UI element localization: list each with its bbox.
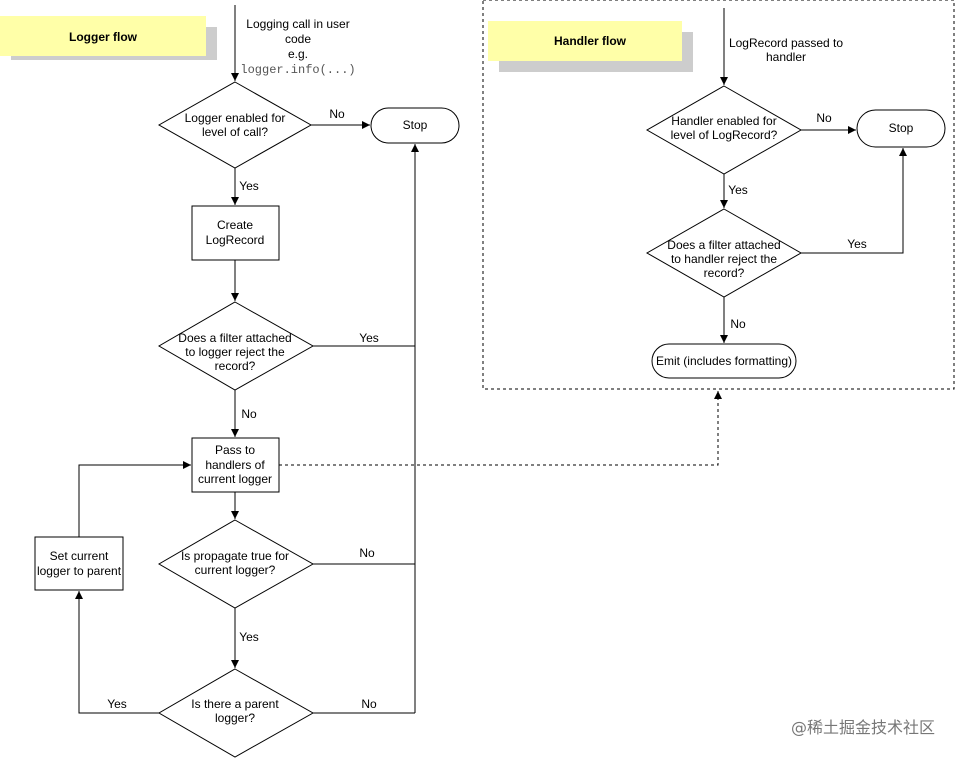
handler-filter-yes-label: Yes [847, 237, 867, 251]
to-handler-flow-dashed-arrow [279, 391, 722, 466]
handler-entry-text: LogRecord passed to handler [729, 36, 843, 64]
handler-stop-terminator: Stop [856, 109, 946, 148]
logger-flow-title: Logger flow [69, 30, 138, 44]
logger-stop-label: Stop [403, 118, 428, 132]
set-parent-to-pass-arrow [78, 461, 191, 537]
handler-flow-boundary [482, 0, 955, 390]
handler-enabled-line-2: level of LogRecord? [671, 128, 778, 142]
logger-enabled-no-label: No [329, 107, 345, 121]
logger-flow-title-box: Logger flow [0, 16, 217, 60]
propagate-line-1: Is propagate true for [181, 549, 289, 563]
logger-entry-text: Logging call in user code e.g. logger.in… [240, 17, 355, 77]
handler-filter-line-1: Does a filter attached [667, 238, 780, 252]
set-parent-box: Set current logger to parent [34, 536, 124, 591]
handler-enabled-line-1: Handler enabled for [671, 114, 776, 128]
emit-label: Emit (includes formatting) [656, 354, 792, 368]
logger-entry-code: logger.info(...) [240, 63, 355, 77]
set-parent-line-2: logger to parent [37, 564, 122, 578]
create-logrecord-line-2: LogRecord [206, 233, 265, 247]
logger-filter-yes-label: Yes [359, 331, 379, 345]
parent-yes-arrow [75, 591, 159, 714]
pass-to-handlers-line-1: Pass to [215, 443, 255, 457]
propagate-line-2: current logger? [195, 563, 276, 577]
parent-line-2: logger? [215, 711, 255, 725]
handler-enabled-no-label: No [816, 111, 832, 125]
handler-filter-line-2: to handler reject the [671, 252, 777, 266]
parent-line-1: Is there a parent [191, 697, 279, 711]
watermark: @稀土掘金技术社区 [791, 718, 935, 737]
handler-entry-line-2: handler [766, 50, 806, 64]
logger-flow-title-fill [0, 16, 206, 56]
pass-to-handlers-line-2: handlers of [205, 458, 265, 472]
parent-yes-label: Yes [107, 697, 127, 711]
handler-flow-title-box: Handler flow [488, 21, 693, 72]
logger-enabled-decision: Logger enabled for level of call? [157, 81, 313, 169]
logger-filter-line-3: record? [215, 359, 256, 373]
logger-filter-line-2: to logger reject the [185, 345, 285, 359]
pass-to-handlers-box: Pass to handlers of current logger [191, 437, 280, 493]
pass-to-handlers-line-3: current logger [198, 472, 272, 486]
logger-stop-terminator: Stop [370, 107, 460, 144]
logger-entry-line-2: code [285, 32, 311, 46]
handler-enabled-yes-label: Yes [728, 183, 748, 197]
propagate-yes-label: Yes [239, 630, 259, 644]
handler-filter-decision: Does a filter attached to handler reject… [645, 208, 803, 298]
handler-enabled-decision: Handler enabled for level of LogRecord? [645, 85, 803, 175]
handler-entry-line-1: LogRecord passed to [729, 36, 843, 50]
handler-filter-no-label: No [730, 317, 746, 331]
logger-entry-line-3: e.g. [288, 47, 308, 61]
logger-enabled-yes-label: Yes [239, 179, 259, 193]
handler-filter-yes-arrow [801, 148, 907, 254]
handler-stop-label: Stop [889, 121, 914, 135]
propagate-no-label: No [359, 546, 375, 560]
logger-enabled-line-1: Logger enabled for [185, 111, 286, 125]
parent-decision: Is there a parent logger? [158, 668, 315, 758]
emit-terminator: Emit (includes formatting) [651, 343, 797, 379]
logger-filter-line-1: Does a filter attached [178, 331, 291, 345]
create-logrecord-line-1: Create [217, 218, 253, 232]
logger-entry-line-1: Logging call in user [246, 17, 349, 31]
handler-filter-line-3: record? [704, 266, 745, 280]
logger-filter-no-label: No [241, 407, 257, 421]
create-logrecord-box: Create LogRecord [191, 205, 280, 261]
propagate-decision: Is propagate true for current logger? [158, 519, 315, 609]
set-parent-line-1: Set current [50, 549, 109, 563]
logger-filter-decision: Does a filter attached to logger reject … [158, 301, 315, 391]
handler-flow-title: Handler flow [554, 34, 627, 48]
logger-enabled-line-2: level of call? [202, 125, 268, 139]
handler-flow-title-fill [488, 21, 682, 61]
parent-no-label: No [361, 697, 377, 711]
